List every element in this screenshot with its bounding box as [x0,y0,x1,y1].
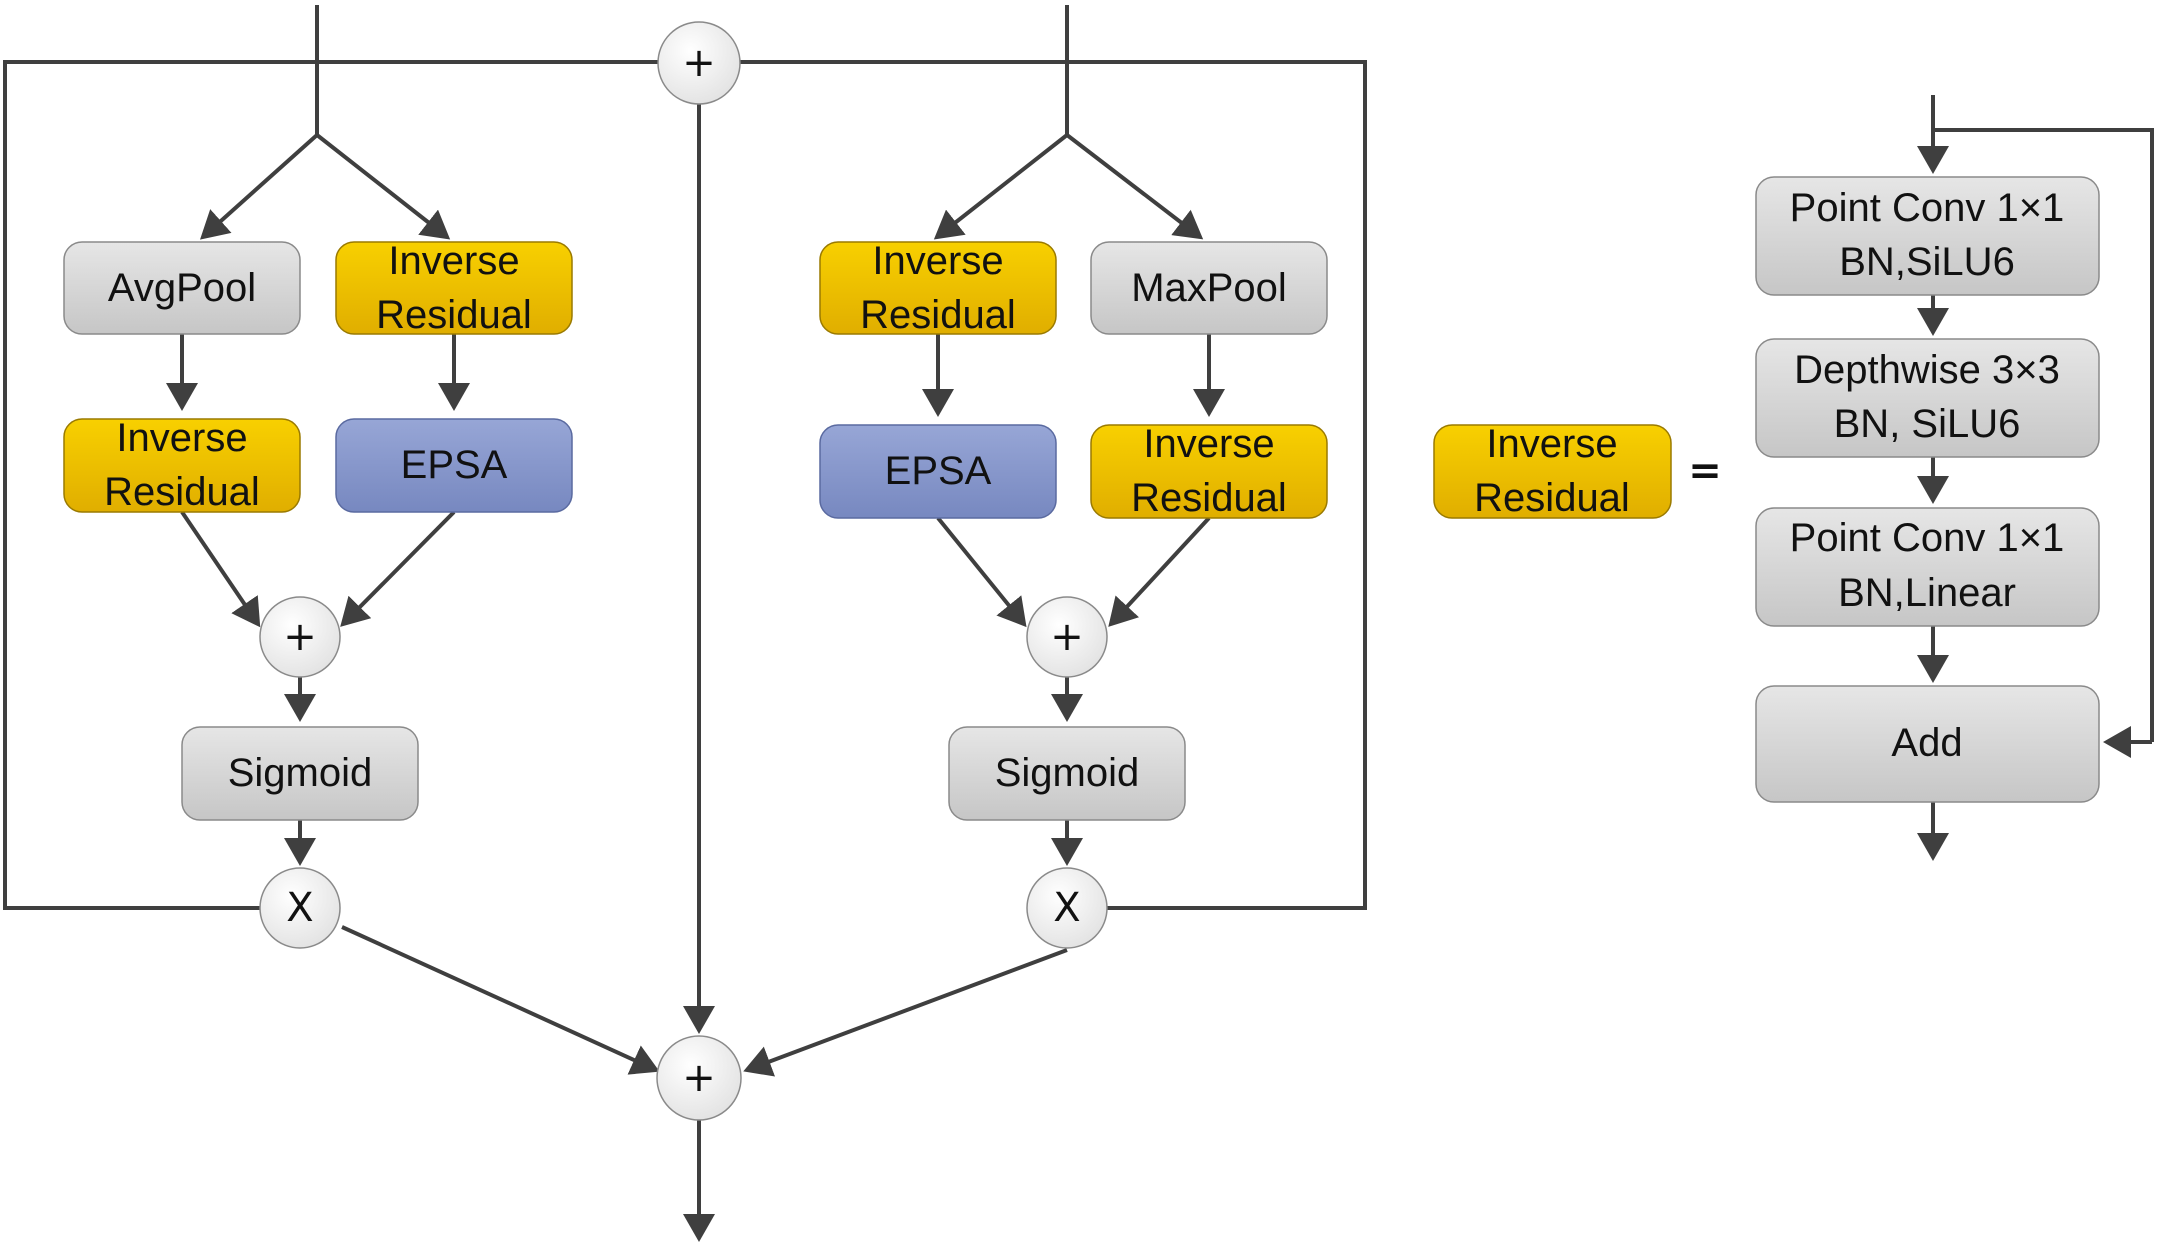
left-branch: AvgPool Inverse Residual Inverse Residua… [63,239,573,949]
maxpool-label: MaxPool [1131,266,1287,310]
top-add-node: + [657,21,741,105]
inverse-residual-label-line2: Residual [376,293,532,337]
inverse-residual-label-line1: Inverse [388,239,519,283]
step-label-line2: BN,SiLU6 [1839,240,2015,284]
maxpool-block: MaxPool [1090,241,1328,335]
add-symbol: + [682,40,716,86]
right-branch: Inverse Residual MaxPool EPSA Inverse Re… [819,239,1328,949]
step-label-line1: Point Conv 1×1 [1790,186,2065,230]
left-epsa-block: EPSA [335,418,573,513]
step-label-line2: BN,Linear [1838,571,2016,615]
right-inverse-residual-top-block: Inverse Residual [819,239,1057,337]
right-epsa-block: EPSA [819,424,1057,519]
step-label-line2: BN, SiLU6 [1834,402,2021,446]
add-symbol: + [682,1055,716,1101]
arrows [166,104,2152,1242]
epsa-label: EPSA [885,449,992,493]
inverse-residual-label-line2: Residual [1474,476,1630,520]
left-sigmoid-block: Sigmoid [181,726,419,821]
multiply-symbol: X [1053,885,1080,931]
connection-lines [3,5,2154,910]
right-multiply-node: X [1026,867,1108,949]
inverse-residual-label-line1: Inverse [1143,422,1274,466]
point-conv-project-block: Point Conv 1×1 BN,Linear [1755,507,2100,627]
right-inverse-residual-bottom-block: Inverse Residual [1090,422,1328,520]
add-label: Add [1891,721,1962,765]
avgpool-block: AvgPool [63,241,301,335]
legend-inverse-residual-block: Inverse Residual [1433,422,1672,520]
sigmoid-label: Sigmoid [995,751,1140,795]
avgpool-label: AvgPool [108,266,256,310]
equals-sign: = [1688,448,1722,494]
inverse-residual-label-line2: Residual [1131,476,1287,520]
epsa-label: EPSA [401,443,508,487]
inverse-residual-label-line2: Residual [104,470,260,514]
add-symbol: + [1050,614,1084,660]
left-add-node: + [259,596,341,678]
depthwise-conv-block: Depthwise 3×3 BN, SiLU6 [1755,338,2100,458]
left-inverse-residual-top-block: Inverse Residual [335,239,573,337]
inverse-residual-label-line1: Inverse [872,239,1003,283]
right-add-node: + [1026,596,1108,678]
right-sigmoid-block: Sigmoid [948,726,1186,821]
sigmoid-label: Sigmoid [228,751,373,795]
point-conv-expand-block: Point Conv 1×1 BN,SiLU6 [1755,176,2100,296]
step-label-line1: Point Conv 1×1 [1790,516,2065,560]
inverse-residual-label-line2: Residual [860,293,1016,337]
inverse-residual-label-line1: Inverse [116,416,247,460]
inverse-residual-legend: Inverse Residual = Point Conv 1×1 BN,SiL… [1433,176,2100,803]
output-add-node: + [656,1035,742,1121]
left-multiply-node: X [259,867,341,949]
left-inverse-residual-bottom-block: Inverse Residual [63,416,301,514]
multiply-symbol: X [286,885,313,931]
step-label-line1: Depthwise 3×3 [1794,348,2060,392]
inverse-residual-label-line1: Inverse [1486,422,1617,466]
add-block: Add [1755,685,2100,803]
add-symbol: + [283,614,317,660]
